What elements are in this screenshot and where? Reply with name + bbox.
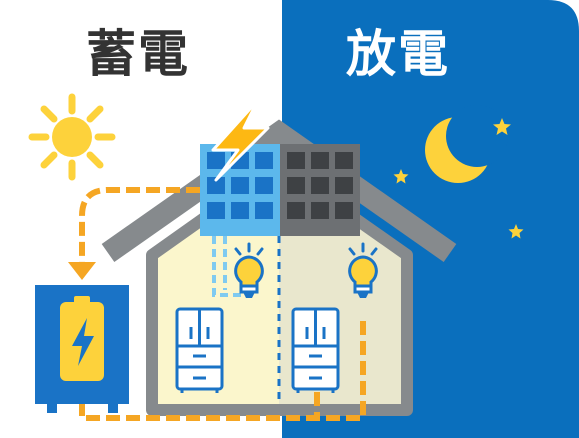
roof [101,119,457,263]
light-bulb-icon [234,242,264,298]
star-icon [508,224,524,239]
internal-wire-day [212,236,250,297]
star-icon [393,169,409,184]
star-icon [493,118,511,135]
sun-icon [28,93,116,181]
battery-icon [35,285,129,413]
moon-icon [425,105,508,183]
refrigerator-icon [175,307,224,393]
lightning-icon [211,98,270,182]
charge-arrow [68,262,96,280]
charge-label: 蓄電 [86,25,190,83]
solar-panel-icon [200,144,360,236]
refrigerator-icon [291,307,340,393]
light-bulb-icon [348,242,378,298]
power-line [79,187,200,262]
discharge-label: 放電 [346,25,450,83]
